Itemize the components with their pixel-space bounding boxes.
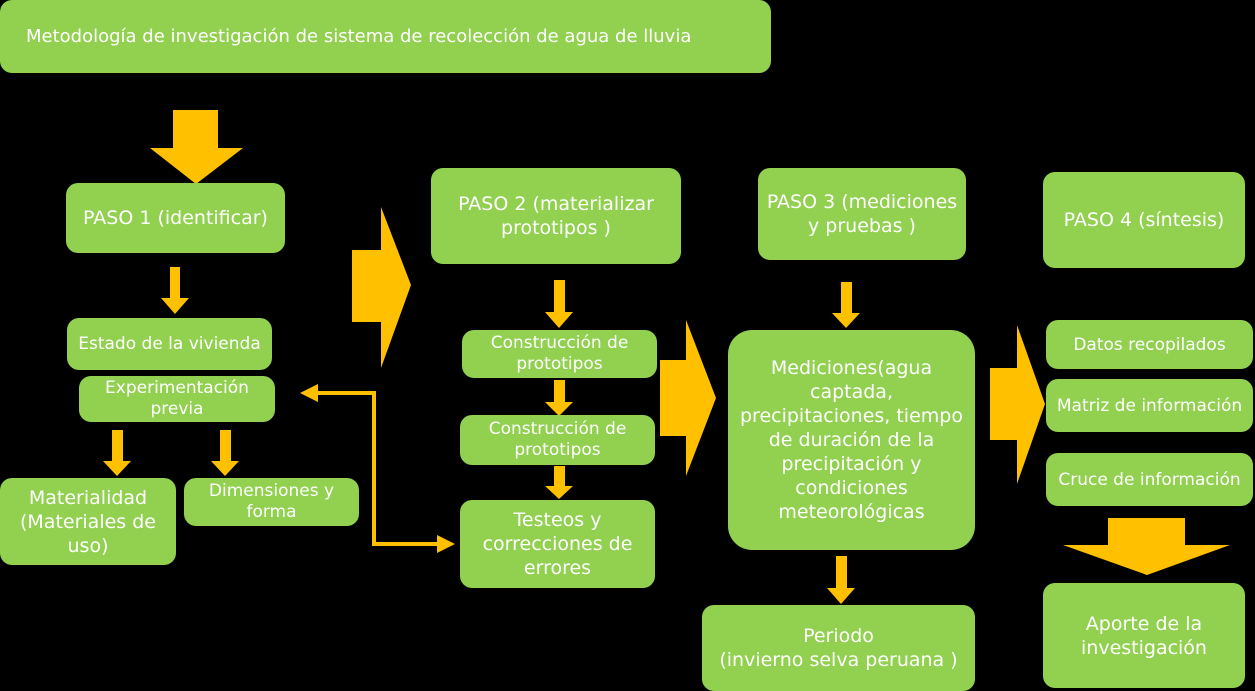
arrow-step2-to-construccion: [545, 280, 573, 328]
step3-header: PASO 3 (mediciones y pruebas ): [758, 168, 966, 260]
step3-periodo: Periodo (invierno selva peruana ): [702, 605, 975, 691]
step2-header: PASO 2 (materializar prototipos ): [431, 168, 681, 264]
step1-dimensiones: Dimensiones y forma: [184, 478, 359, 526]
step4-datos-recopilados: Datos recopilados: [1046, 320, 1253, 369]
arrow-step2-to-step3: [660, 320, 716, 476]
arrow-to-materialidad: [103, 430, 131, 476]
step3-mediciones: Mediciones(agua captada, precipitaciones…: [728, 330, 975, 550]
step1-experimentacion-previa: Experimentación previa: [79, 376, 275, 422]
arrow-construccion-to-construccion: [545, 380, 573, 416]
step4-matriz-informacion: Matriz de información: [1046, 379, 1253, 432]
step2-testeos: Testeos y correcciones de errores: [460, 500, 655, 588]
arrow-to-dimensiones: [211, 430, 239, 476]
step2-construccion-2: Construcción de prototipos: [460, 415, 655, 465]
step4-cruce-informacion: Cruce de información: [1046, 453, 1253, 506]
step4-aporte: Aporte de la investigación: [1043, 583, 1245, 688]
arrow-title-to-step1: [150, 110, 243, 184]
arrow-step3-to-step4: [990, 325, 1045, 484]
arrow-construccion-to-testeos: [545, 466, 573, 499]
step2-construccion-1: Construcción de prototipos: [462, 330, 657, 378]
title-text: Metodología de investigación de sistema …: [26, 25, 692, 47]
step4-header: PASO 4 (síntesis): [1043, 172, 1245, 268]
arrow-step1-to-estado: [161, 267, 189, 314]
step1-header: PASO 1 (identificar): [66, 183, 285, 253]
arrow-step1-to-step2: [352, 207, 411, 368]
arrow-step4-to-aporte: [1063, 518, 1230, 575]
feedback-double-arrow: [300, 384, 455, 553]
arrow-mediciones-to-periodo: [827, 556, 855, 604]
step1-materialidad: Materialidad (Materiales de uso): [0, 478, 176, 565]
arrow-step3-to-mediciones: [832, 282, 860, 328]
step1-estado-vivienda: Estado de la vivienda: [67, 318, 272, 370]
methodology-title: Metodología de investigación de sistema …: [0, 0, 771, 73]
